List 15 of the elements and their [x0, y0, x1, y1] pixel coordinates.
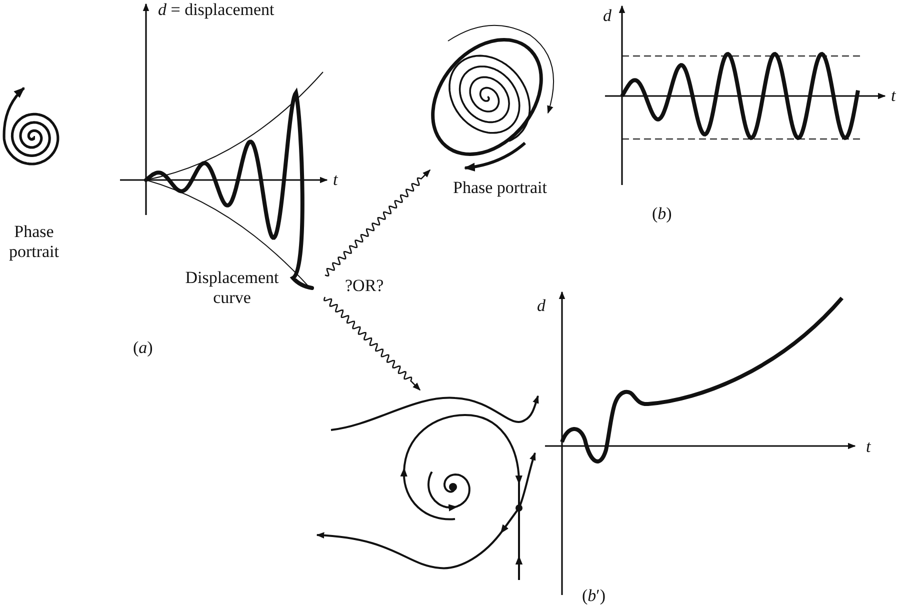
- axis-label: d: [537, 296, 546, 316]
- panel-label: (b): [652, 204, 672, 224]
- panel-label: (a): [133, 338, 153, 358]
- caption-text: Phase portrait: [8, 222, 60, 262]
- panel-label: (b′): [582, 586, 606, 606]
- axis-label: d = displacement: [158, 0, 274, 20]
- axis-label: t: [333, 170, 338, 190]
- caption-text: Displacement curve: [184, 268, 280, 308]
- axis-label: d: [603, 6, 612, 26]
- caption-text: Phase portrait: [452, 178, 548, 198]
- annotation-text: ?OR?: [345, 276, 384, 296]
- axis-label: t: [891, 86, 896, 106]
- wavy-arrow: [324, 169, 431, 276]
- wavy-arrow: [324, 296, 421, 391]
- axis-label: t: [866, 437, 871, 457]
